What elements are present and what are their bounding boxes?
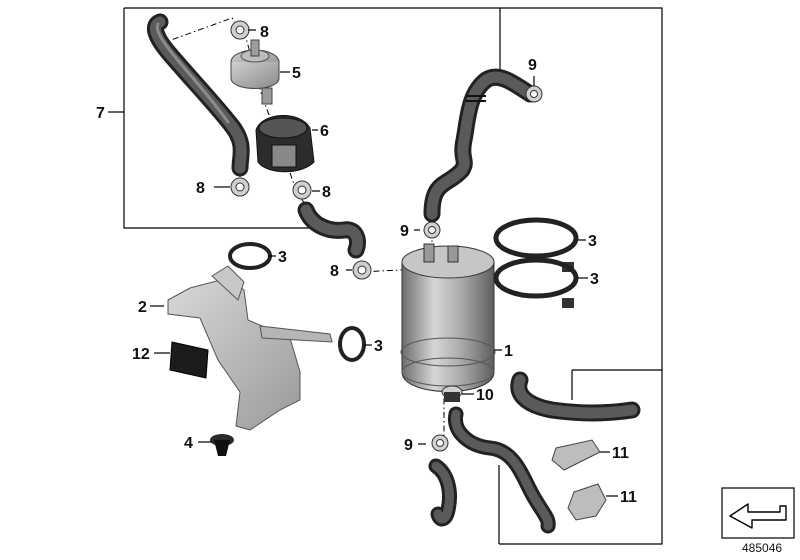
- hose-part-7: [147, 13, 250, 177]
- leader-lines: [150, 29, 618, 497]
- connector-part-10: [441, 385, 463, 402]
- hose-vent-upper: [423, 68, 539, 223]
- callout-8a: 8: [260, 24, 269, 41]
- callout-9a: 9: [528, 57, 537, 74]
- canister-part-1: [400, 243, 496, 392]
- callout-7: 7: [96, 105, 105, 122]
- holder-part-6: [255, 115, 315, 173]
- clamp-part-8-top: [230, 20, 250, 40]
- hose-short-bend: [297, 201, 366, 259]
- callout-11b: 11: [620, 489, 637, 506]
- arrow-corner-icon: [721, 487, 795, 539]
- clamp-part-8-right: [292, 180, 312, 200]
- fastener-part-4: [210, 434, 234, 456]
- callout-2: 2: [138, 299, 147, 316]
- reference-number: 485046: [742, 541, 782, 555]
- callout-11a: 11: [612, 445, 629, 462]
- group-frame: [108, 7, 663, 545]
- callout-12: 12: [132, 346, 150, 363]
- callout-10: 10: [476, 387, 494, 404]
- clamp-part-3-small: [228, 242, 272, 270]
- callout-1: 1: [504, 343, 513, 360]
- clip-part-11-a: [551, 439, 601, 471]
- callout-4: 4: [184, 435, 193, 452]
- hose-lower-main: [448, 406, 556, 534]
- clamp-part-8-mid: [352, 260, 372, 280]
- clamp-part-8-left: [230, 177, 250, 197]
- pad-part-12: [169, 341, 209, 379]
- valve-part-5: [230, 39, 280, 105]
- callout-8b: 8: [196, 180, 205, 197]
- callout-3d: 3: [590, 271, 599, 288]
- callout-8c: 8: [322, 184, 331, 201]
- clamp-part-9-top: [525, 85, 543, 103]
- callout-5: 5: [292, 65, 301, 82]
- callout-8d: 8: [330, 263, 339, 280]
- clip-part-11-b: [567, 483, 607, 521]
- callout-3a: 3: [278, 249, 287, 266]
- callout-3c: 3: [588, 233, 597, 250]
- hose-right: [510, 371, 641, 422]
- clamp-part-3-side: [338, 326, 366, 362]
- callout-9b: 9: [400, 223, 409, 240]
- clamp-part-9-low: [431, 434, 449, 452]
- strap-part-3-b: [493, 257, 579, 308]
- callout-3b: 3: [374, 338, 383, 355]
- bracket-part-2: [167, 265, 333, 431]
- callout-9c: 9: [404, 437, 413, 454]
- clamp-part-9-mid: [423, 221, 441, 239]
- callout-6: 6: [320, 123, 329, 140]
- hose-lower-left: [428, 458, 457, 527]
